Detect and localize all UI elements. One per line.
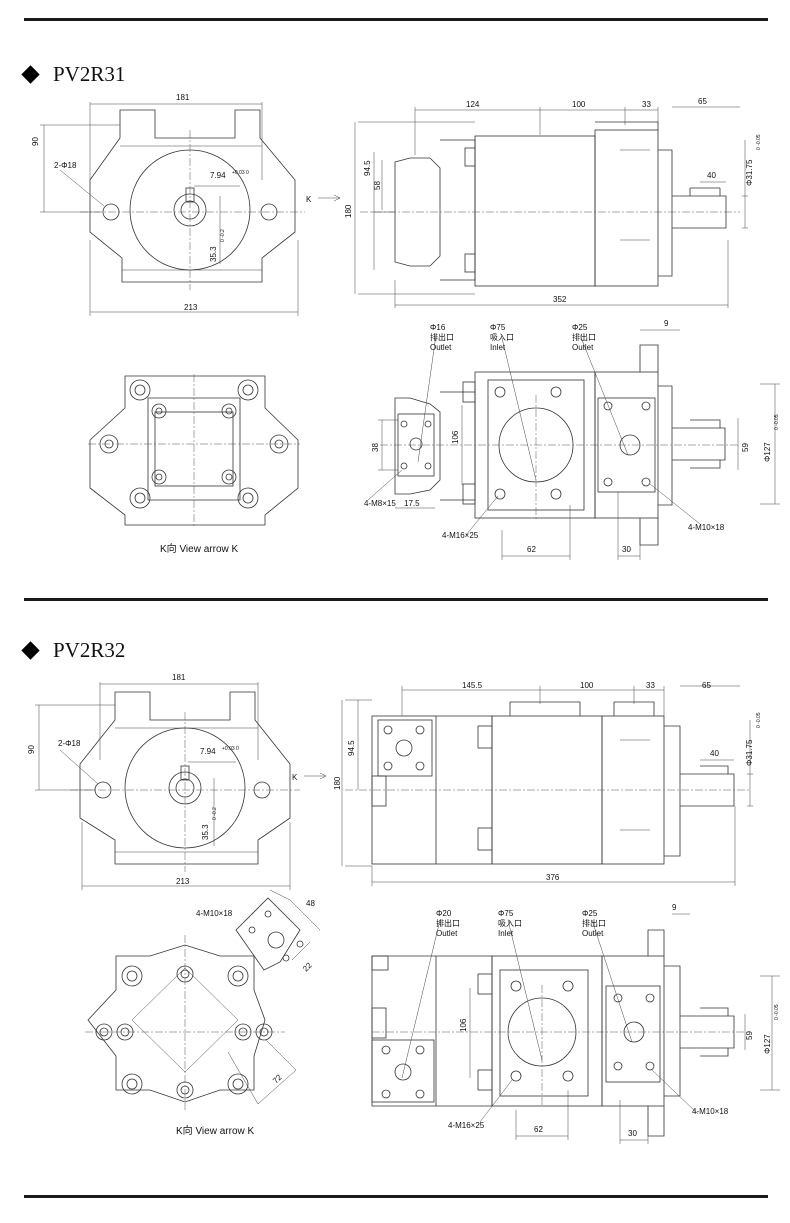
svg-text:94.5: 94.5 [363, 160, 372, 176]
top-rule [24, 18, 768, 21]
svg-text:4-M8×15: 4-M8×15 [364, 499, 396, 508]
svg-text:0 -0.05: 0 -0.05 [756, 712, 762, 728]
svg-text:48: 48 [306, 899, 315, 908]
svg-text:213: 213 [176, 877, 190, 886]
svg-text:33: 33 [646, 681, 655, 690]
svg-text:100: 100 [580, 681, 594, 690]
side-view: 145.5 100 33 65 40 94.5 180 376 Φ31.75 0… [292, 681, 762, 886]
svg-text:K: K [306, 195, 312, 204]
svg-text:0 -0.2: 0 -0.2 [212, 807, 218, 820]
svg-text:吸入口: 吸入口 [490, 333, 514, 342]
svg-text:30: 30 [628, 1129, 637, 1138]
svg-text:9: 9 [672, 903, 677, 912]
svg-text:Φ75: Φ75 [490, 323, 506, 332]
svg-text:Φ127: Φ127 [763, 442, 772, 462]
svg-text:30: 30 [622, 545, 631, 554]
k-arrow-view: 4-M10×18 48 22 72 K向 View arrow K [85, 889, 321, 1137]
pv2r32-drawing: 181 213 90 2-Φ18 7.94 +0.03 0 35.3 0 -0.… [27, 673, 780, 1144]
svg-text:9: 9 [664, 319, 669, 328]
svg-text:181: 181 [172, 673, 186, 682]
svg-text:Φ31.75: Φ31.75 [745, 739, 754, 766]
svg-text:排出口: 排出口 [582, 918, 606, 928]
svg-text:Φ127: Φ127 [763, 1034, 772, 1054]
svg-text:2-Φ18: 2-Φ18 [54, 161, 77, 170]
svg-text:65: 65 [698, 97, 707, 106]
front-view: 181 213 90 2-Φ18 7.94 +0.03 0 35.3 0 -0.… [27, 673, 300, 890]
svg-text:106: 106 [459, 1018, 468, 1032]
svg-text:Outlet: Outlet [430, 343, 452, 352]
svg-text:排出口: 排出口 [436, 918, 460, 928]
svg-text:排出口: 排出口 [572, 332, 596, 342]
svg-text:180: 180 [333, 776, 342, 790]
svg-text:22: 22 [301, 960, 314, 973]
svg-text:100: 100 [572, 100, 586, 109]
svg-text:Φ16: Φ16 [430, 323, 446, 332]
svg-text:Φ31.75: Φ31.75 [745, 159, 754, 186]
svg-text:吸入口: 吸入口 [498, 919, 522, 928]
port-view: Φ16 排出口 Outlet Φ75 吸入口 Inlet Φ25 排出口 Out… [364, 319, 780, 560]
svg-text:7.94: 7.94 [210, 171, 226, 180]
svg-text:35.3: 35.3 [209, 246, 218, 262]
svg-text:62: 62 [527, 545, 536, 554]
svg-text:213: 213 [184, 303, 198, 312]
svg-text:+0.03 0: +0.03 0 [232, 170, 249, 176]
svg-text:0 -0.05: 0 -0.05 [774, 414, 780, 430]
svg-text:17.5: 17.5 [404, 499, 420, 508]
svg-text:94.5: 94.5 [347, 740, 356, 756]
svg-text:59: 59 [745, 1031, 754, 1040]
svg-text:+0.03 0: +0.03 0 [222, 746, 239, 752]
svg-text:K: K [292, 773, 298, 782]
svg-text:40: 40 [707, 171, 716, 180]
svg-text:58: 58 [373, 181, 382, 190]
svg-text:Outlet: Outlet [572, 343, 594, 352]
svg-text:4-M10×18: 4-M10×18 [692, 1107, 729, 1116]
svg-text:Φ75: Φ75 [498, 909, 514, 918]
section-title: PV2R31 [21, 62, 125, 87]
svg-text:38: 38 [371, 443, 380, 452]
svg-text:40: 40 [710, 749, 719, 758]
svg-text:0 -0.05: 0 -0.05 [774, 1004, 780, 1020]
svg-text:90: 90 [31, 137, 40, 146]
svg-text:4-M10×18: 4-M10×18 [688, 523, 725, 532]
svg-text:Φ20: Φ20 [436, 909, 452, 918]
section-title: PV2R32 [21, 638, 125, 663]
svg-text:376: 376 [546, 873, 560, 882]
svg-text:106: 106 [451, 430, 460, 444]
front-view: 181 213 90 2-Φ18 7.94 +0.03 0 35.3 0 -0.… [31, 93, 305, 316]
svg-text:4-M16×25: 4-M16×25 [448, 1121, 485, 1130]
svg-text:4-M10×18: 4-M10×18 [196, 909, 233, 918]
pv2r31-drawing: 181 213 90 2-Φ18 7.94 +0.03 0 35.3 0 -0.… [31, 93, 780, 560]
svg-text:35.3: 35.3 [201, 824, 210, 840]
svg-text:72: 72 [271, 1072, 284, 1085]
svg-text:0 -0.05: 0 -0.05 [756, 134, 762, 150]
svg-text:33: 33 [642, 100, 651, 109]
svg-text:145.5: 145.5 [462, 681, 483, 690]
svg-text:62: 62 [534, 1125, 543, 1134]
svg-text:Φ25: Φ25 [582, 909, 598, 918]
svg-text:4-M16×25: 4-M16×25 [442, 531, 479, 540]
svg-text:352: 352 [553, 295, 567, 304]
svg-text:90: 90 [27, 745, 36, 754]
svg-text:Inlet: Inlet [498, 929, 514, 938]
svg-text:K向 View arrow K: K向 View arrow K [176, 1124, 255, 1137]
svg-text:Outlet: Outlet [436, 929, 458, 938]
side-view: 124 100 33 65 40 94.5 58 180 352 Φ31.75 … [306, 97, 762, 308]
svg-text:180: 180 [344, 204, 353, 218]
middle-rule [24, 598, 768, 601]
svg-text:0 -0.2: 0 -0.2 [220, 229, 226, 242]
svg-text:排出口: 排出口 [430, 332, 454, 342]
svg-text:Outlet: Outlet [582, 929, 604, 938]
port-view: Φ20 排出口 Outlet Φ75 吸入口 Inlet Φ25 排出口 Out… [371, 903, 780, 1144]
svg-text:181: 181 [176, 93, 190, 102]
svg-text:65: 65 [702, 681, 711, 690]
svg-text:K向 View arrow K: K向 View arrow K [160, 542, 239, 555]
svg-text:59: 59 [741, 443, 750, 452]
bottom-rule [24, 1195, 768, 1198]
k-arrow-view: K向 View arrow K [88, 374, 300, 555]
svg-text:Φ25: Φ25 [572, 323, 588, 332]
svg-text:7.94: 7.94 [200, 747, 216, 756]
svg-text:2-Φ18: 2-Φ18 [58, 739, 81, 748]
svg-text:124: 124 [466, 100, 480, 109]
svg-text:Inlet: Inlet [490, 343, 506, 352]
